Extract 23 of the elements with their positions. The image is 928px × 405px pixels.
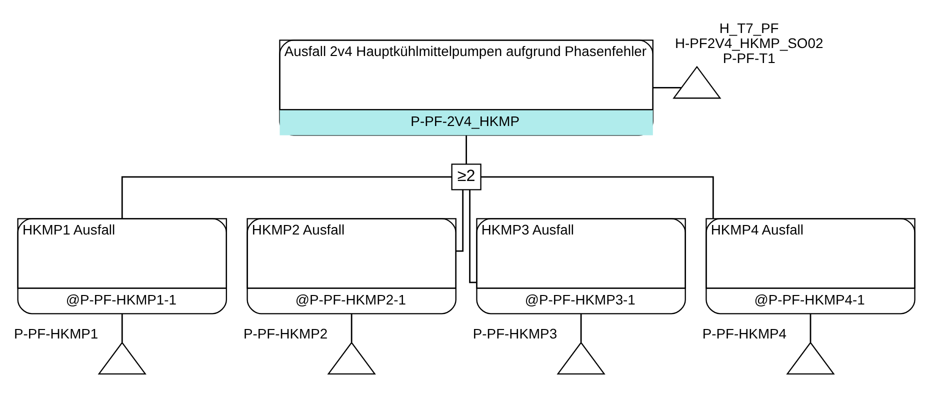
node-triangle	[786, 341, 835, 374]
connector	[350, 313, 352, 342]
connector	[121, 313, 123, 342]
node-box: ≥2	[451, 163, 482, 190]
node-label: H_T7_PF	[719, 19, 779, 36]
connector	[481, 176, 714, 218]
node-label: P-PF-HKMP1	[14, 325, 98, 342]
node-label: H-PF2V4_HKMP_SO02	[674, 34, 824, 50]
node-label: P-PF-HKMP2	[243, 325, 328, 342]
node-triangle	[556, 341, 606, 374]
connector	[653, 86, 682, 88]
connector	[121, 176, 452, 218]
node-label: P-PF-HKMP3	[472, 325, 558, 342]
connector	[580, 313, 582, 342]
node-triangle	[98, 341, 146, 374]
connector	[456, 189, 464, 252]
node-label: P-PF-T1	[722, 49, 776, 66]
node-triangle	[327, 341, 376, 374]
connector	[466, 134, 468, 164]
node-triangle	[672, 65, 722, 98]
connector	[810, 313, 812, 342]
node-label: P-PF-HKMP4	[702, 325, 787, 342]
connector	[469, 189, 476, 283]
